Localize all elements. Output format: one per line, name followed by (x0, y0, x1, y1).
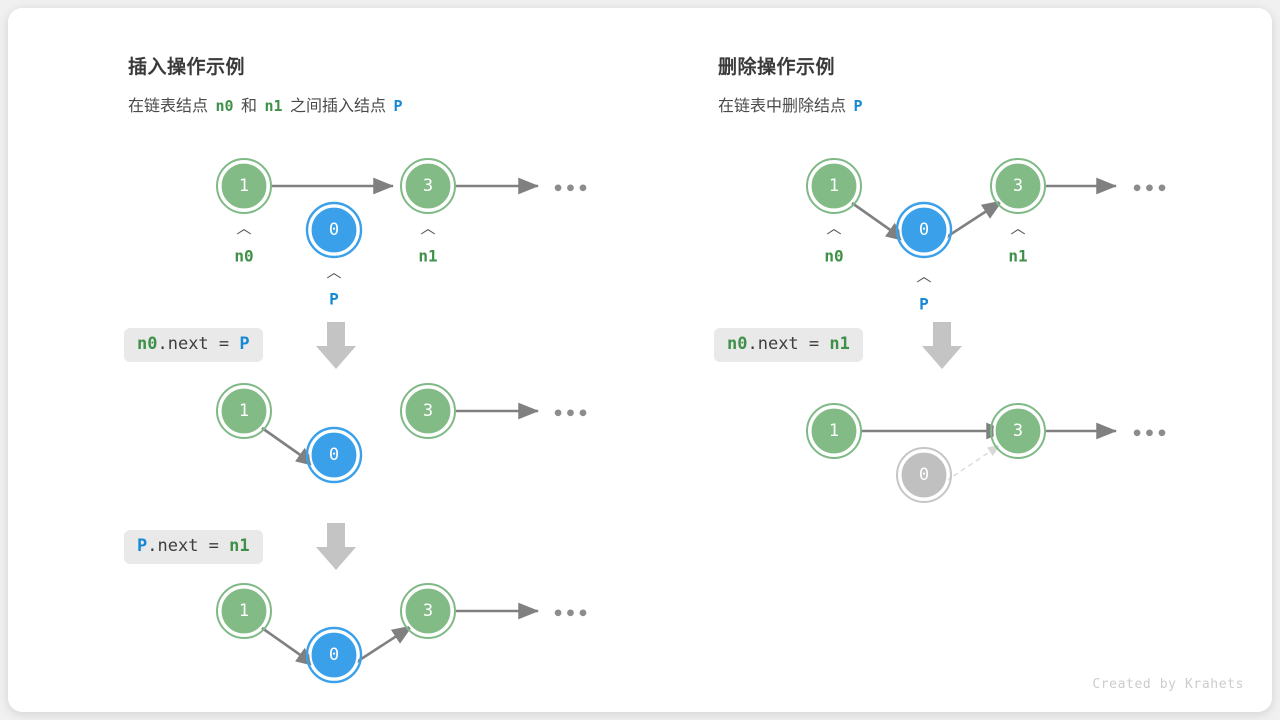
diagram-card: 插入操作示例 在链表结点 n0 和 n1 之间插入结点 P (8, 8, 1272, 712)
insert-panel-title: 插入操作示例 (128, 57, 246, 78)
subtitle-token-p: P (393, 97, 403, 115)
node-3: 3 (400, 158, 456, 214)
ellipsis-tail: ••• (1131, 178, 1168, 200)
pointer-label-n0: n0 (234, 247, 253, 266)
node-1: 1 (806, 403, 862, 459)
node-1-value: 1 (239, 401, 249, 421)
node-1-value: 1 (239, 176, 249, 196)
node-0-value: 0 (919, 220, 929, 240)
delete-step-1-diagram: 1 ︿ n0 0 ︿ P 3 ︿ n1 ••• (806, 158, 1168, 314)
node-3: 3 (990, 158, 1046, 214)
subtitle-token-n0: n0 (215, 97, 234, 115)
link-deleted-to-n1-dashed (945, 444, 1001, 482)
node-3-value: 3 (423, 176, 433, 196)
node-0-value: 0 (329, 445, 339, 465)
caret-icon-n0: ︿ (236, 219, 251, 237)
delete-panel-title: 删除操作示例 (718, 57, 836, 78)
watermark-credit: Created by Krahets (1092, 677, 1244, 692)
node-0-value: 0 (329, 645, 339, 665)
node-0: 0 (305, 626, 363, 684)
delete-flow-arrow-icon (922, 322, 962, 369)
ellipsis-tail: ••• (552, 403, 589, 425)
pointer-label-n1: n1 (418, 247, 437, 266)
node-3: 3 (400, 583, 456, 639)
node-0: 0 (895, 201, 953, 259)
node-1: 1 (216, 583, 272, 639)
node-0: 0 (305, 426, 363, 484)
node-1: 1 (216, 383, 272, 439)
pointer-label-p: P (329, 290, 339, 309)
code-token-p: P (137, 536, 148, 556)
node-0-deleted-value: 0 (919, 465, 929, 485)
delete-panel-subtitle: 在链表中删除结点 P (718, 92, 866, 116)
node-1-value: 1 (239, 601, 249, 621)
delete-code-n0-next-n1: n0.next = n1 (714, 328, 863, 363)
node-3-value: 3 (1013, 176, 1023, 196)
code-token-next: .next = (747, 334, 830, 354)
pointer-label-n1: n1 (1008, 247, 1027, 266)
subtitle-token-p: P (853, 97, 863, 115)
caret-icon-n1: ︿ (1010, 219, 1025, 237)
ellipsis-tail: ••• (1131, 423, 1168, 445)
link-p-to-n1 (354, 624, 413, 665)
node-0-value: 0 (329, 220, 339, 240)
subtitle-text-3: 之间插入结点 (289, 98, 386, 115)
insert-step-3-diagram: 1 0 3 ••• (216, 583, 589, 684)
insert-code-n0-next-p: n0.next = P (124, 328, 263, 363)
code-token-next2: .next = (147, 536, 230, 556)
insert-panel-subtitle: 在链表结点 n0 和 n1 之间插入结点 P (128, 92, 405, 116)
node-1-value: 1 (829, 176, 839, 196)
node-3: 3 (990, 403, 1046, 459)
subtitle-text-1: 在链表结点 (128, 98, 209, 115)
code-token-n1: n1 (829, 334, 850, 354)
caret-icon-p: ︿ (326, 263, 341, 281)
node-3-value: 3 (1013, 421, 1023, 441)
insert-flow-arrow-2-icon (316, 523, 356, 570)
caret-icon-n1: ︿ (420, 219, 435, 237)
code-token-p: P (239, 334, 250, 354)
pointer-label-n0: n0 (824, 247, 843, 266)
subtitle-token-n1: n1 (264, 97, 283, 115)
link-p-to-n1 (944, 199, 1003, 240)
subtitle-text-2: 和 (240, 98, 257, 115)
node-1: 1 (216, 158, 272, 214)
node-3: 3 (400, 383, 456, 439)
insert-flow-arrow-1-icon (316, 322, 356, 369)
delete-panel: 删除操作示例 在链表中删除结点 P 1 ︿ n0 0 ︿ P (598, 8, 1272, 712)
code-token-next1: .next = (157, 334, 240, 354)
caret-icon-p: ︿ (916, 267, 931, 285)
pointer-label-p: P (919, 295, 929, 314)
node-1: 1 (806, 158, 862, 214)
ellipsis-tail: ••• (552, 603, 589, 625)
code-token-n1: n1 (229, 536, 250, 556)
delete-step-2-diagram: 1 0 3 ••• (806, 403, 1168, 503)
caret-icon-n0: ︿ (826, 219, 841, 237)
subtitle-text-1: 在链表中删除结点 (718, 98, 847, 115)
code-token-n0: n0 (727, 334, 748, 354)
node-0-deleted: 0 (896, 447, 952, 503)
node-1-value: 1 (829, 421, 839, 441)
code-token-n0: n0 (137, 334, 158, 354)
ellipsis-tail: ••• (552, 178, 589, 200)
node-3-value: 3 (423, 601, 433, 621)
node-0: 0 (305, 201, 363, 259)
insert-step-2-diagram: 1 0 3 ••• (216, 383, 589, 484)
insert-code-p-next-n1: P.next = n1 (124, 530, 263, 565)
node-3-value: 3 (423, 401, 433, 421)
insert-step-1-diagram: 1 ︿ n0 0 ︿ P 3 ︿ n1 ••• (216, 158, 589, 309)
insert-panel: 插入操作示例 在链表结点 n0 和 n1 之间插入结点 P (8, 8, 608, 712)
